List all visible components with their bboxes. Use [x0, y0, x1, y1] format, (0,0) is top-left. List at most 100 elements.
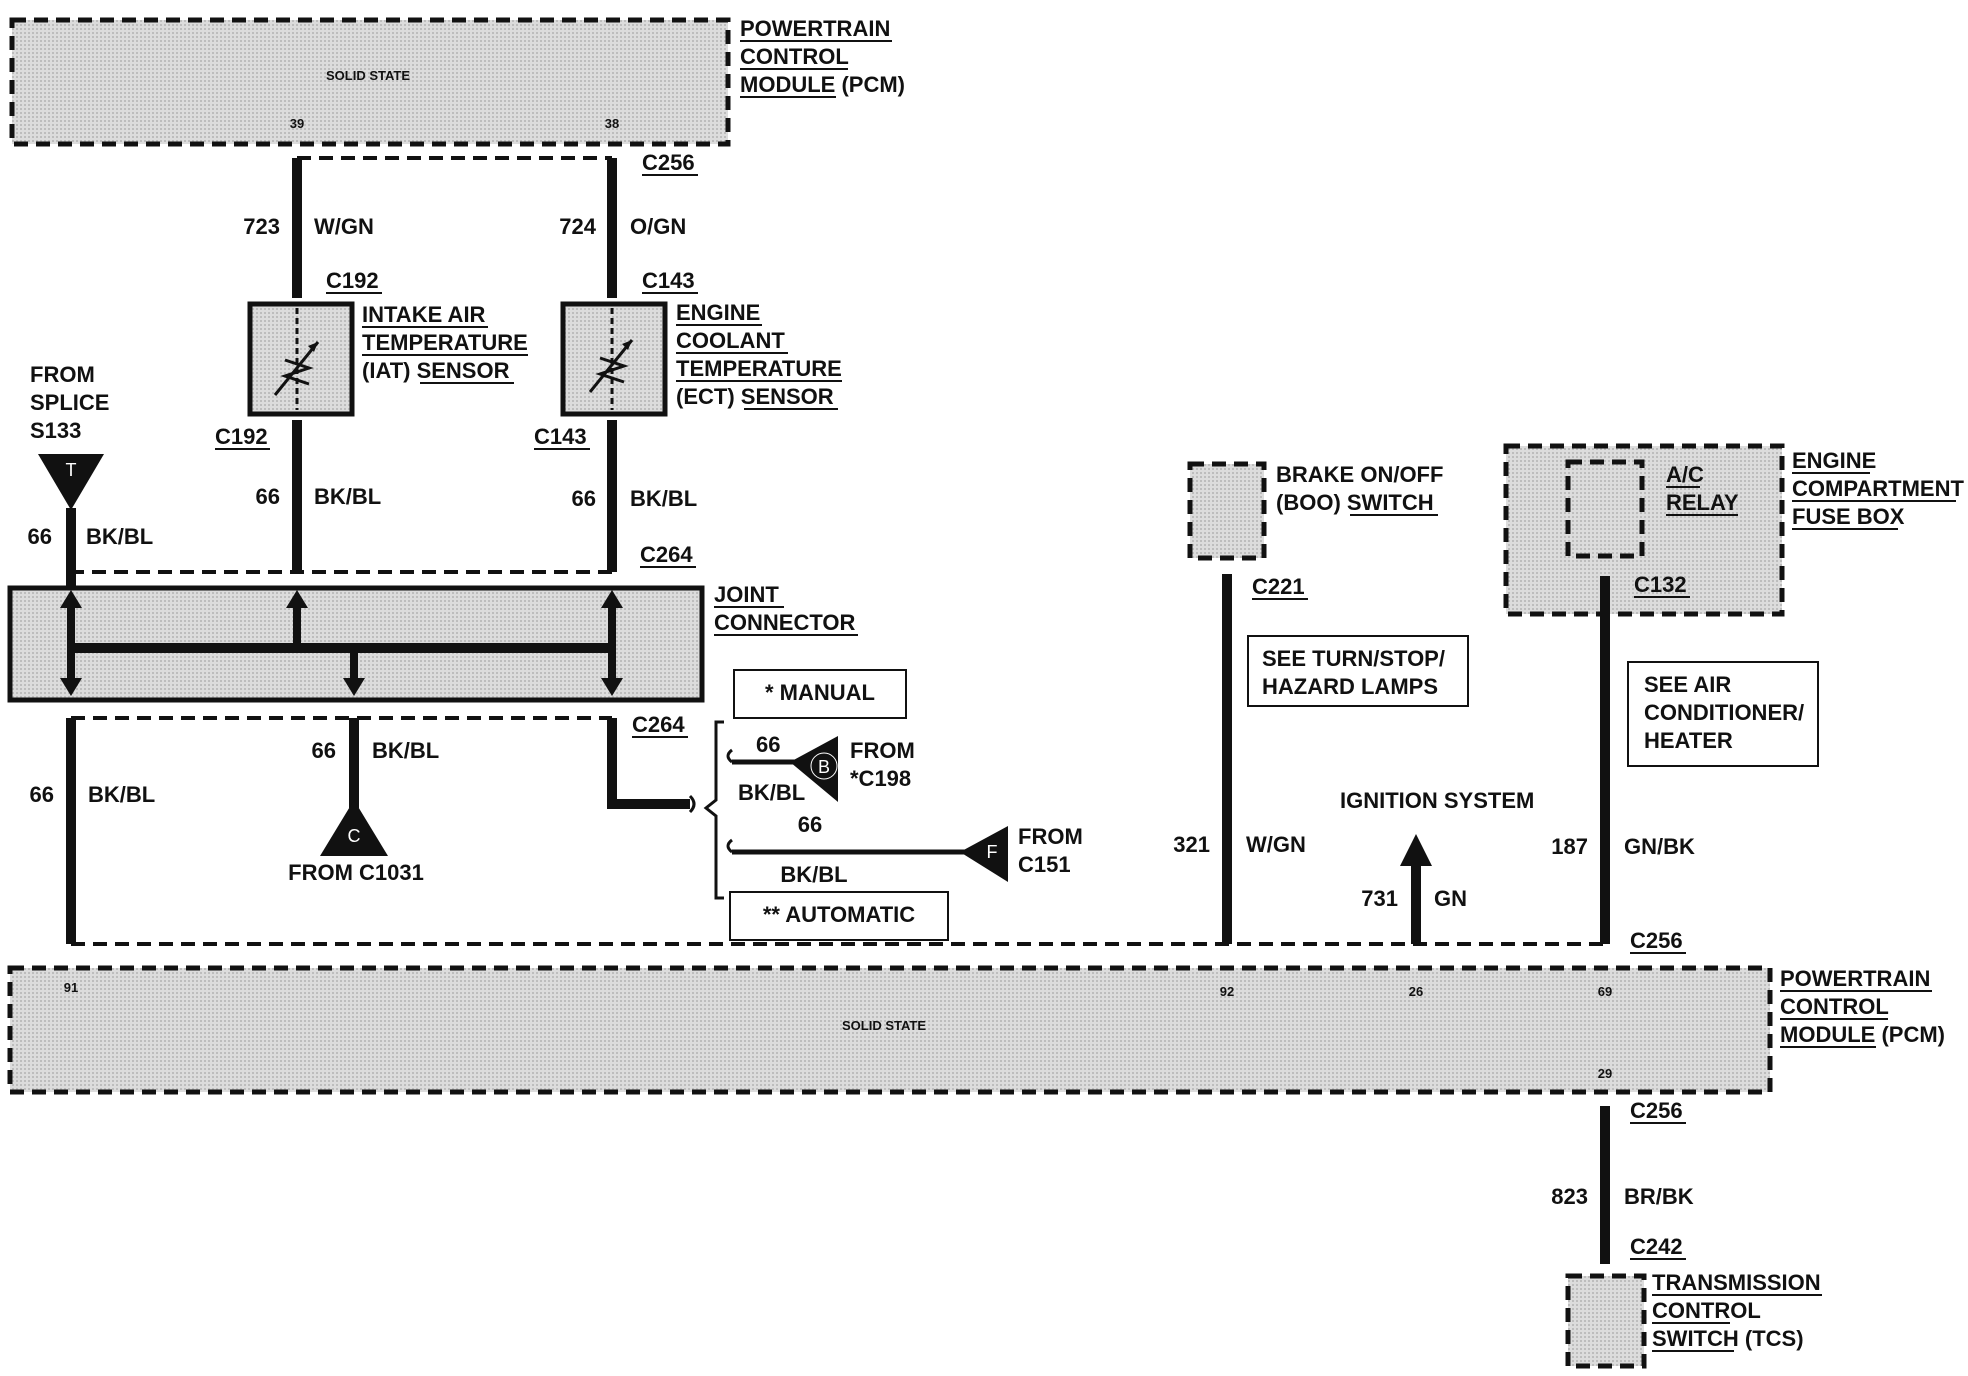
- fusebox-note-line-1: SEE AIR: [1644, 672, 1731, 697]
- tcs-label-line-3: SWITCH (TCS): [1652, 1326, 1804, 1351]
- pcm-bottom-pin-29: 29: [1598, 1066, 1612, 1081]
- automatic-from-line-2: C151: [1018, 852, 1071, 877]
- pcm-bottom-pin-91: 91: [64, 980, 78, 995]
- automatic-option: F 66 BK/BL FROM C151 ** AUTOMATIC: [726, 812, 1083, 941]
- manual-wire-color: BK/BL: [738, 780, 805, 805]
- ect-wire-color: O/GN: [630, 214, 686, 239]
- boo-wire-number: 321: [1173, 832, 1210, 857]
- automatic-wire-color: BK/BL: [780, 862, 847, 887]
- c256-top-label: C256: [642, 150, 695, 175]
- c256-mid-label: C256: [1630, 928, 1683, 953]
- manual-wire-number: 66: [756, 732, 780, 757]
- iat-sensor-label: INTAKE AIR TEMPERATURE (IAT) SENSOR: [362, 302, 528, 384]
- pcm-bottom-title: POWERTRAIN CONTROL MODULE (PCM): [1780, 966, 1945, 1048]
- iat-label-line-2: TEMPERATURE: [362, 330, 528, 355]
- ect-label-line-1: ENGINE: [676, 300, 760, 325]
- fusebox-label-line-2: COMPARTMENT: [1792, 476, 1964, 501]
- ignition-wire-number: 731: [1361, 886, 1398, 911]
- manual-from-line-2: *C198: [850, 766, 911, 791]
- pcm-top-title-line-1: POWERTRAIN: [740, 16, 890, 41]
- splice-label-line-3: S133: [30, 418, 81, 443]
- pcm-bottom-pin-92: 92: [1220, 984, 1234, 999]
- pcm-top-title-line-3: MODULE (PCM): [740, 72, 905, 97]
- boo-connector: C221: [1252, 574, 1305, 599]
- ignition-label: IGNITION SYSTEM: [1340, 788, 1534, 813]
- pcm-top-pin-38: 38: [605, 116, 619, 131]
- ect-label-line-2: COOLANT: [676, 328, 785, 353]
- ect-return-color: BK/BL: [630, 486, 697, 511]
- pcm-bottom-inner-text: SOLID STATE: [842, 1018, 926, 1033]
- relay-label-line-1: A/C: [1666, 462, 1704, 487]
- fusebox-label: ENGINE COMPARTMENT FUSE BOX: [1792, 448, 1964, 530]
- fusebox-label-line-1: ENGINE: [1792, 448, 1876, 473]
- automatic-tag-letter: F: [987, 842, 998, 862]
- iat-return-wire: C192 66 BK/BL: [215, 420, 381, 572]
- ect-sensor-label: ENGINE COOLANT TEMPERATURE (ECT) SENSOR: [676, 300, 842, 410]
- pcm-bottom-title-line-1: POWERTRAIN: [1780, 966, 1930, 991]
- c1031-wire-color: BK/BL: [372, 738, 439, 763]
- ect-return-wire: C143 66 BK/BL C264: [534, 420, 697, 572]
- engine-compartment-fuse-box: A/C RELAY C132: [1503, 443, 1785, 617]
- ac-relay-wire: SEE AIR CONDITIONER/ HEATER 187 GN/BK C2…: [1551, 576, 1819, 954]
- c264-to-bracket-wire: [607, 718, 696, 814]
- boo-note-line-1: SEE TURN/STOP/: [1262, 646, 1445, 671]
- ect-sensor: [560, 301, 668, 417]
- pcm-bottom-pin-26: 26: [1409, 984, 1423, 999]
- automatic-from-line-1: FROM: [1018, 824, 1083, 849]
- joint-connector: [7, 585, 705, 703]
- fusebox-note-line-2: CONDITIONER/: [1644, 700, 1804, 725]
- pcm-top-pin-39: 39: [290, 116, 304, 131]
- ect-connector-bottom: C143: [534, 424, 587, 449]
- tcs-connector-top: C256: [1630, 1098, 1683, 1123]
- splice-tag-triangle: [38, 454, 104, 510]
- c1031-from-label: FROM C1031: [288, 860, 424, 885]
- tcs-label-line-1: TRANSMISSION: [1652, 1270, 1821, 1295]
- ect-wire: C256 724 O/GN C143: [559, 150, 698, 298]
- iat-wire: 723 W/GN C192: [243, 158, 382, 298]
- left-wire-number: 66: [30, 782, 54, 807]
- iat-wire-color: W/GN: [314, 214, 374, 239]
- joint-label-line-2: CONNECTOR: [714, 610, 855, 635]
- pcm-top-inner-text: SOLID STATE: [326, 68, 410, 83]
- boo-label-line-2: (BOO) SWITCH: [1276, 490, 1434, 515]
- c1031-tag-letter: C: [348, 826, 361, 846]
- tcs-connector-bottom: C242: [1630, 1234, 1683, 1259]
- tcs-switch: TRANSMISSION CONTROL SWITCH (TCS): [1565, 1270, 1822, 1369]
- relay-label-line-2: RELAY: [1666, 490, 1739, 515]
- fusebox-note-line-3: HEATER: [1644, 728, 1733, 753]
- ect-label-line-4: (ECT) SENSOR: [676, 384, 834, 409]
- boo-wire-color: W/GN: [1246, 832, 1306, 857]
- automatic-wire-number: 66: [798, 812, 822, 837]
- iat-return-color: BK/BL: [314, 484, 381, 509]
- fusebox-connector: C132: [1634, 572, 1687, 597]
- c1031-wire-number: 66: [312, 738, 336, 763]
- manual-from-line-1: FROM: [850, 738, 915, 763]
- iat-label-line-1: INTAKE AIR: [362, 302, 486, 327]
- fusebox-wire-number: 187: [1551, 834, 1588, 859]
- tcs-wire: C256 823 BR/BK C242: [1551, 1098, 1694, 1264]
- iat-connector-top: C192: [326, 268, 379, 293]
- joint-connector-label: JOINT CONNECTOR: [714, 582, 858, 636]
- splice-s133: FROM SPLICE S133 T 66 BK/BL: [28, 362, 153, 588]
- left-wire-66: 66 BK/BL: [30, 718, 155, 944]
- splice-label-line-1: FROM: [30, 362, 95, 387]
- ect-wire-number: 724: [559, 214, 596, 239]
- pcm-bottom-title-line-2: CONTROL: [1780, 994, 1889, 1019]
- joint-label-line-1: JOINT: [714, 582, 779, 607]
- pcm-top-title: POWERTRAIN CONTROL MODULE (PCM): [740, 16, 905, 98]
- tcs-wire-number: 823: [1551, 1184, 1588, 1209]
- fusebox-label-line-3: FUSE BOX: [1792, 504, 1905, 529]
- splice-label-line-2: SPLICE: [30, 390, 109, 415]
- c264-top-label: C264: [640, 542, 693, 567]
- ignition-system: IGNITION SYSTEM 731 GN: [1340, 788, 1534, 944]
- c264-bottom-label: C264: [632, 712, 685, 737]
- boo-label-line-1: BRAKE ON/OFF: [1276, 462, 1443, 487]
- manual-label: * MANUAL: [765, 680, 875, 705]
- splice-wire-color: BK/BL: [86, 524, 153, 549]
- c1031-branch: 66 BK/BL C FROM C1031: [288, 718, 439, 885]
- iat-label-line-3: (IAT) SENSOR: [362, 358, 510, 383]
- automatic-label: ** AUTOMATIC: [763, 902, 915, 927]
- splice-tag-letter: T: [66, 460, 77, 480]
- iat-connector-bottom: C192: [215, 424, 268, 449]
